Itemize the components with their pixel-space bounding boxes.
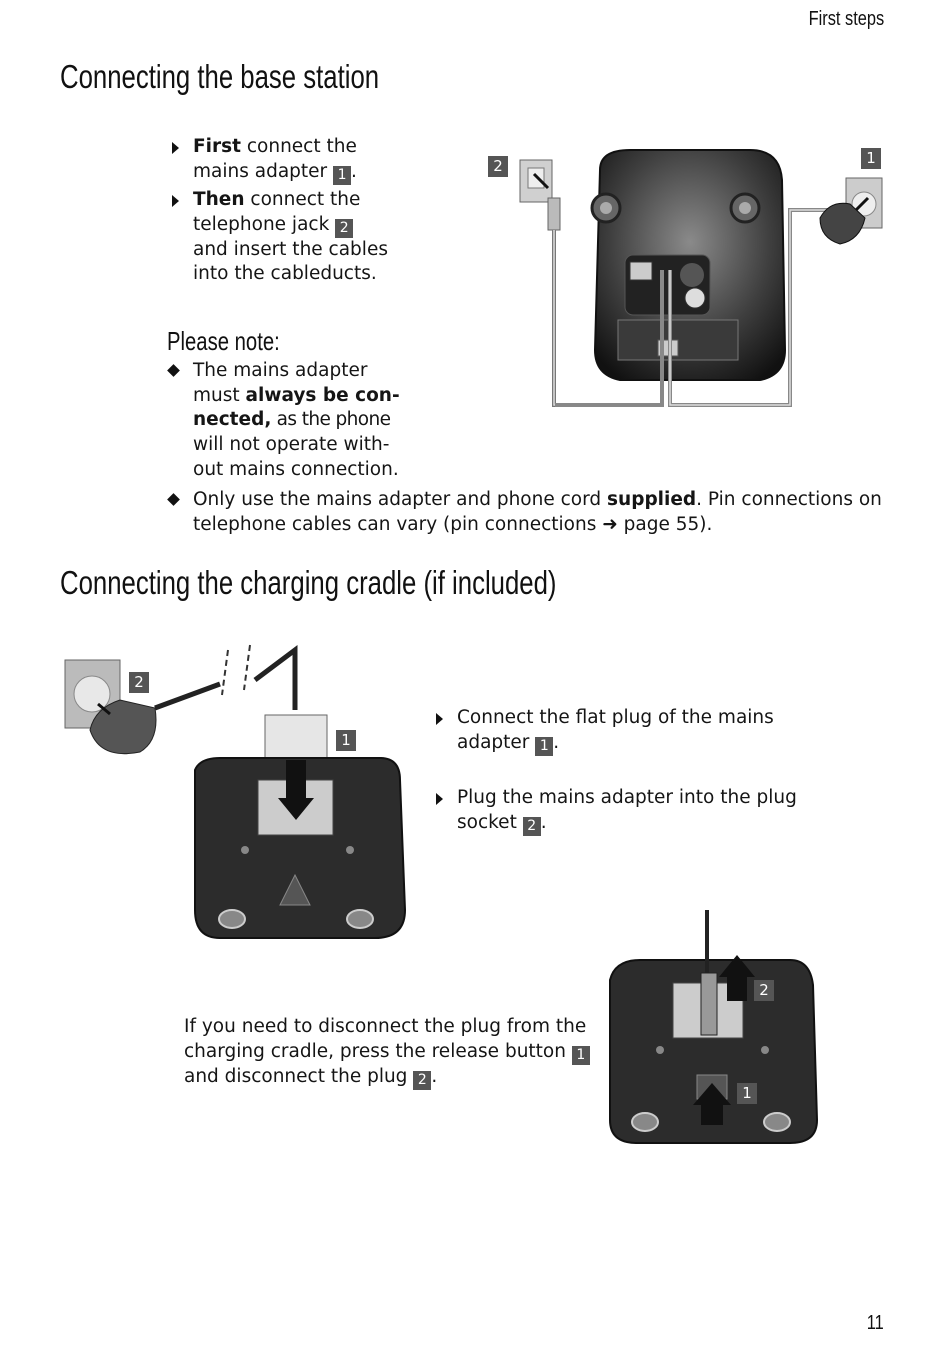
- note2-line1c: . Pin connections on: [696, 489, 882, 510]
- step-then: Then connect the telephone jack 2 and in…: [193, 188, 388, 287]
- step-connect-line1: Connect the flat plug of the mains: [457, 707, 774, 728]
- step-arrow-icon: [172, 142, 179, 154]
- note1-line5: out mains connection.: [193, 458, 399, 480]
- ref-number-badge: 2: [335, 218, 354, 238]
- note-mains-adapter: The mains adapter must always be con- ne…: [193, 359, 400, 483]
- page-reference-link[interactable]: page 55).: [617, 513, 713, 535]
- step-plug-end: .: [540, 811, 547, 833]
- section-title-base-station: Connecting the base station: [60, 58, 380, 95]
- figure-label-plug: 2: [754, 980, 774, 1001]
- running-header: First steps: [808, 8, 884, 30]
- step-arrow-icon: [172, 195, 179, 207]
- note1-line3b: nected,: [193, 409, 272, 431]
- step-then-bold: Then: [193, 189, 245, 210]
- step-arrow-icon: [436, 793, 443, 805]
- note1-line2b: always be con-: [245, 384, 400, 406]
- disconnect-line2: charging cradle, press the release butto…: [184, 1040, 572, 1062]
- note1-line2a: must: [193, 384, 246, 406]
- figure-label-release-button: 1: [737, 1083, 757, 1104]
- note-heading: Please note:: [167, 326, 280, 356]
- note2-line1a: Only use the mains adapter and phone cor…: [193, 489, 608, 510]
- step-plug-socket: Plug the mains adapter into the plug soc…: [457, 786, 797, 836]
- charging-cradle-connect-figure: [64, 644, 407, 939]
- note1-line3c: as the phone: [271, 409, 391, 431]
- disconnect-line3: and disconnect the plug: [184, 1065, 414, 1087]
- ref-number-badge: 1: [333, 165, 352, 185]
- figure-label-adapter: 1: [861, 148, 881, 169]
- note2-line2: telephone cables can vary (pin connectio…: [193, 513, 597, 535]
- step-first-text: connect the: [240, 136, 357, 157]
- note2-line1b: supplied: [607, 489, 697, 510]
- step-then-line2: telephone jack: [193, 213, 336, 235]
- step-then-text: connect the: [244, 189, 361, 210]
- step-then-line3: and insert the cables: [193, 238, 388, 260]
- step-first-bold: First: [193, 136, 241, 157]
- charging-cradle-disconnect-figure: [609, 910, 819, 1144]
- step-connect-line2: adapter: [457, 731, 536, 753]
- step-plug-line2: socket: [457, 811, 523, 833]
- step-first-line2: mains adapter: [193, 160, 334, 182]
- disconnect-paragraph: If you need to disconnect the plug from …: [184, 1015, 590, 1090]
- disconnect-line1: If you need to disconnect the plug from …: [184, 1016, 587, 1037]
- page-number: 11: [866, 1312, 884, 1334]
- figure-label-flat-plug: 1: [336, 730, 356, 751]
- step-plug-line1: Plug the mains adapter into the plug: [457, 787, 797, 808]
- ref-number-badge: 1: [571, 1045, 590, 1065]
- figure-label-socket: 2: [129, 672, 149, 693]
- ref-number-badge: 2: [413, 1070, 432, 1090]
- section-title-charging-cradle: Connecting the charging cradle (if inclu…: [60, 564, 557, 601]
- step-arrow-icon: [436, 713, 443, 725]
- arrow-right-icon: ➜: [602, 513, 618, 535]
- ref-number-badge: 1: [535, 736, 554, 756]
- base-station-figure: [519, 149, 883, 407]
- step-connect-end: .: [553, 731, 560, 753]
- step-connect-flat-plug: Connect the flat plug of the mains adapt…: [457, 706, 774, 756]
- step-then-line4: into the cableducts.: [193, 263, 377, 285]
- note1-line1: The mains adapter: [193, 360, 368, 381]
- step-first: First connect the mains adapter 1.: [193, 135, 357, 185]
- figure-label-jack: 2: [488, 156, 508, 177]
- note-supplied-cord: Only use the mains adapter and phone cor…: [193, 488, 882, 537]
- diamond-bullet-icon: [167, 493, 180, 506]
- disconnect-end: .: [431, 1065, 438, 1087]
- ref-number-badge: 2: [522, 816, 541, 836]
- step-first-end: .: [351, 160, 357, 182]
- diamond-bullet-icon: [167, 364, 180, 377]
- note1-line4: will not operate with-: [193, 434, 390, 456]
